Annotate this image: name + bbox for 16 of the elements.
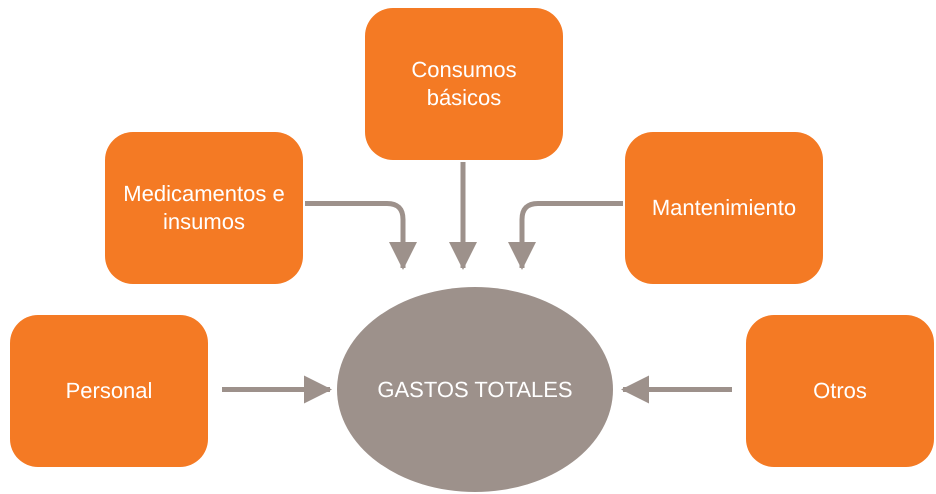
arrow (305, 200, 417, 270)
arrow (621, 376, 732, 404)
node-label: Medicamentos e insumos (122, 180, 286, 236)
arrow (449, 162, 477, 270)
category-box (365, 8, 563, 160)
node-label: GASTOS TOTALES (376, 376, 574, 404)
category-box (10, 315, 208, 467)
category-box (746, 315, 934, 467)
node-label: Personal (64, 377, 154, 405)
node-label: Mantenimiento (650, 194, 798, 222)
category-box (625, 132, 823, 284)
arrow (222, 376, 332, 404)
arrow (508, 200, 623, 270)
category-box (105, 132, 303, 284)
node-label: Otros (812, 377, 868, 405)
node-label: Consumos básicos (410, 56, 518, 112)
